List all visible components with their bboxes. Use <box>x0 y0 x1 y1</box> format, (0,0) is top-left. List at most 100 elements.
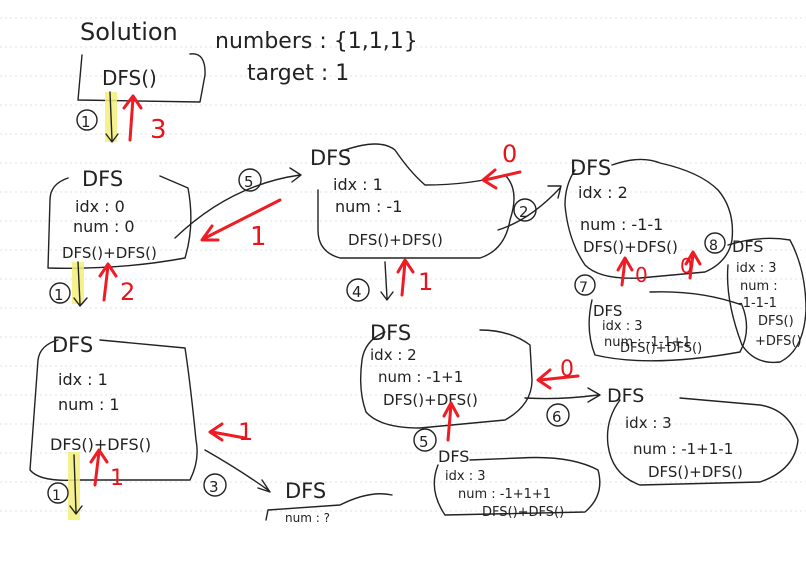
step-number: 3 <box>209 478 219 496</box>
node-box <box>564 158 734 279</box>
step-number: 1 <box>81 113 91 131</box>
step-badge <box>546 403 570 427</box>
call-arrow <box>497 185 562 231</box>
blank-bottom-area <box>0 520 806 567</box>
node-idx: idx : 3 <box>445 469 485 484</box>
dfs-node-idx3-negnegpos: DFS idx : 3 num : -1-1+1 DFS()+DFS() <box>588 291 748 362</box>
step-badge <box>203 473 227 497</box>
return-arrow <box>396 258 415 297</box>
step-number: 2 <box>519 203 529 221</box>
node-calls: DFS()+DFS() <box>482 505 564 520</box>
node-calls: DFS()+DFS() <box>50 435 151 454</box>
step-badge <box>238 168 262 192</box>
step-badge <box>346 278 370 302</box>
node-calls: DFS()+DFS() <box>348 231 443 249</box>
node-title: DFS <box>285 479 326 503</box>
highlight-marker <box>68 452 80 520</box>
node-idx: idx : 3 <box>625 414 672 432</box>
root-box <box>77 53 206 103</box>
dfs-node-idx3-negpospos: DFS idx : 3 num : -1+1+1 DFS()+DFS() <box>433 447 601 520</box>
node-box <box>433 456 601 516</box>
node-num: num : -1+1 <box>378 368 463 386</box>
target-label: target : 1 <box>247 61 349 86</box>
dfs-node-idx1-neg: DFS idx : 1 num : -1 DFS()+DFS() <box>310 143 515 259</box>
node-idx: idx : 0 <box>75 197 125 216</box>
dfs-node-idx3-negposneg: DFS idx : 3 num : -1+1-1 DFS()+DFS() <box>606 385 799 486</box>
call-arrow <box>380 261 394 301</box>
node-box <box>726 237 806 364</box>
step-number: 8 <box>709 238 718 254</box>
node-calls: DFS()+DFS() <box>648 463 743 481</box>
node-num: num : -1+1-1 <box>633 440 733 458</box>
solution-title: Solution <box>80 18 178 46</box>
notebook-rules <box>0 17 806 512</box>
node-title: DFS <box>732 237 763 256</box>
node-title: DFS <box>310 146 351 170</box>
node-box <box>265 493 393 521</box>
return-arrow <box>684 250 702 280</box>
root-call-arrow <box>105 91 119 143</box>
return-arrow <box>442 401 460 442</box>
step-badge <box>49 282 71 304</box>
node-calls: DFS()+DFS() <box>383 391 478 409</box>
call-arrow <box>204 449 271 493</box>
return-label: 0 <box>680 254 693 278</box>
step-badge <box>76 109 98 131</box>
dfs-node-idx3-negnegneg: DFS idx : 3 num : -1-1-1 DFS() +DFS() <box>726 237 806 364</box>
node-calls: DFS()+DFS() <box>62 244 157 262</box>
node-num: num : -1-1 <box>580 215 663 234</box>
step-number: 1 <box>52 488 61 504</box>
node-idx: idx : 3 <box>602 319 642 334</box>
return-label: 1 <box>110 466 124 491</box>
node-title: DFS <box>438 447 469 466</box>
node-box <box>47 175 192 269</box>
call-arrow <box>174 167 302 239</box>
return-label: 3 <box>150 115 167 145</box>
call-arrow <box>69 454 83 515</box>
return-label: 2 <box>120 278 135 306</box>
node-num-value: -1-1-1 <box>738 296 777 311</box>
node-num: num : -1-1+1 <box>604 335 691 350</box>
node-idx: idx : 2 <box>578 183 628 202</box>
dfs-node-idx2-negneg: DFS idx : 2 num : -1-1 DFS()+DFS() <box>564 156 734 279</box>
dfs-node-idx1-pos: DFS idx : 1 num : 1 DFS()+DFS() <box>29 333 198 481</box>
node-calls: DFS()+DFS() <box>583 238 678 256</box>
node-call: DFS() <box>758 314 794 329</box>
step-number: 4 <box>352 283 362 301</box>
node-num: num : 0 <box>73 217 135 236</box>
node-title: DFS <box>570 156 611 180</box>
dfs-node-idx0: DFS idx : 0 num : 0 DFS()+DFS() <box>47 167 192 269</box>
return-label: 1 <box>418 268 433 296</box>
return-arrow <box>536 368 580 390</box>
node-idx: idx : 3 <box>736 261 776 276</box>
dfs-node-partial: DFS num : ? <box>265 479 393 525</box>
node-idx: idx : 2 <box>370 346 417 364</box>
node-num: num : -1 <box>335 197 402 216</box>
step-badge <box>47 482 69 504</box>
return-label: 0 <box>635 263 648 287</box>
call-arrow <box>73 261 88 307</box>
step-number: 6 <box>552 408 562 426</box>
node-box <box>29 339 198 481</box>
node-title: DFS <box>370 321 411 345</box>
node-title: DFS <box>593 302 622 320</box>
root-call: DFS() <box>102 66 157 90</box>
numbers-label: numbers : {1,1,1} <box>215 29 418 54</box>
step-number: 5 <box>419 433 429 451</box>
node-call: +DFS() <box>755 334 802 349</box>
node-calls: DFS()+DFS() <box>620 341 702 356</box>
node-num: num : 1 <box>58 395 120 414</box>
node-box <box>359 329 533 429</box>
step-badge <box>574 274 596 296</box>
node-title: DFS <box>82 167 123 191</box>
root-return-arrow <box>122 94 143 142</box>
node-title: DFS <box>52 333 93 357</box>
return-arrow <box>98 262 118 302</box>
step-badge <box>413 428 437 452</box>
step-number: 1 <box>54 286 64 304</box>
return-arrow <box>208 422 247 442</box>
return-arrow <box>481 168 522 190</box>
return-arrow <box>89 448 109 487</box>
return-arrow <box>200 198 282 242</box>
